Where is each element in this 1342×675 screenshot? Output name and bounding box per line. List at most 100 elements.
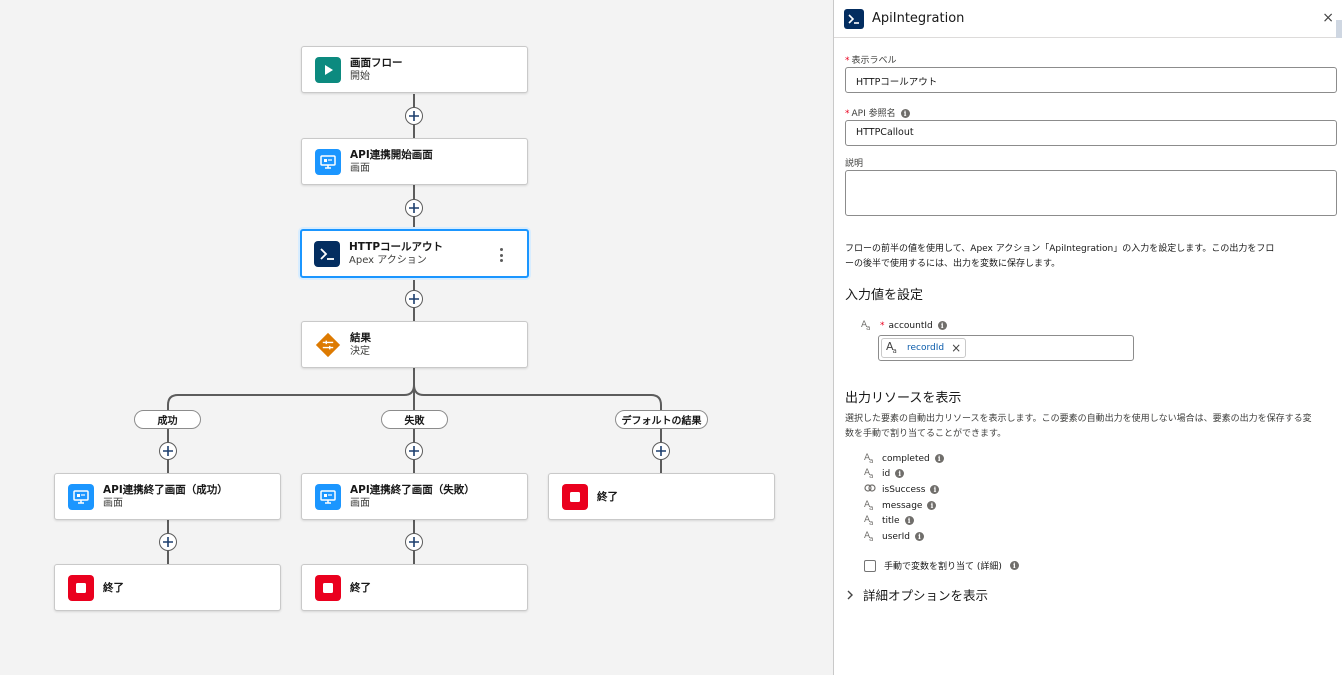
plus-icon [163,446,173,456]
connector-lines [167,94,662,564]
node-subtitle: 画面 [350,162,370,174]
stop-icon [68,574,94,601]
label-field-label: *表示ラベル [845,56,897,66]
node-title: 結果 [350,331,371,344]
label-input[interactable]: HTTPコールアウト [845,67,1337,93]
add-element-button[interactable] [652,442,670,460]
manual-assign-row: 手動で変数を割り当て (詳細) i [864,559,1019,572]
resource-pill-label: recordId [907,343,945,353]
info-icon[interactable]: i [904,516,914,526]
text-type-icon: Aa [864,500,874,512]
screen-node-failure[interactable]: API連携終了画面（失敗） 画面 [301,473,528,520]
info-icon[interactable]: i [1009,561,1019,570]
end-node-failure[interactable]: 終了 [301,564,528,611]
properties-panel: ApiIntegration × *表示ラベル HTTPコールアウト *API … [833,0,1342,675]
advanced-options-toggle[interactable]: 詳細オプションを表示 [845,585,988,604]
input-param-row: Aa * accountId i [861,320,947,332]
text-type-icon: Aa [864,531,874,543]
remove-icon[interactable]: × [951,341,962,355]
node-title: API連携終了画面（失敗） [350,483,475,496]
screen-icon [315,148,341,175]
boolean-type-icon [864,484,878,495]
node-title: API連携開始画面 [350,148,433,161]
info-icon[interactable]: i [937,321,947,331]
description-textarea[interactable] [845,170,1337,216]
outputs-description: 選択した要素の自動出力リソースを表示します。この要素の自動出力を使用しない場合は… [845,414,1312,439]
plus-icon [409,537,419,547]
screen-icon [68,483,94,510]
info-icon[interactable]: i [927,501,937,511]
screen-node-success[interactable]: API連携終了画面（成功） 画面 [54,473,281,520]
node-title: 終了 [350,581,371,594]
add-element-button[interactable] [405,199,423,217]
apex-action-node[interactable]: HTTPコールアウト Apex アクション [300,229,529,278]
input-param-name: accountId [888,320,933,331]
node-subtitle: 画面 [350,497,370,509]
end-node-success[interactable]: 終了 [54,564,281,611]
decision-icon [315,332,341,358]
node-title: HTTPコールアウト [349,240,444,253]
panel-header: ApiIntegration × [834,0,1342,38]
manual-assign-checkbox[interactable] [864,559,876,572]
stop-icon [562,483,588,510]
intro-text: フローの前半の値を使用して、Apex アクション「ApiIntegration」… [845,244,1275,269]
text-type-icon: Aa [864,453,874,465]
resource-pill[interactable]: Aa recordId × [881,338,967,358]
add-element-button[interactable] [405,442,423,460]
add-element-button[interactable] [159,442,177,460]
node-subtitle: Apex アクション [349,254,427,266]
text-type-icon: Aa [886,340,897,356]
plus-icon [409,111,419,121]
stop-icon [315,574,341,601]
close-icon[interactable]: × [1322,10,1334,26]
outputs-heading: 出力リソースを表示 [845,391,962,406]
node-title: 終了 [597,490,618,503]
node-title: API連携終了画面（成功） [103,483,228,496]
more-actions-icon[interactable] [495,248,507,262]
decision-node[interactable]: 結果 決定 [301,321,528,368]
node-subtitle: 開始 [350,70,370,82]
screen-node-start[interactable]: API連携開始画面 画面 [301,138,528,185]
add-element-button[interactable] [405,533,423,551]
node-title: 終了 [103,581,124,594]
inputs-heading: 入力値を設定 [845,288,924,303]
plus-icon [409,294,419,304]
info-icon[interactable]: i [915,532,924,542]
text-type-icon: Aa [864,468,874,480]
end-node-default[interactable]: 終了 [548,473,775,520]
outcome-label-failure[interactable]: 失敗 [381,410,448,429]
plus-icon [409,203,419,213]
manual-assign-label: 手動で変数を割り当て (詳細) [884,562,1002,572]
start-node[interactable]: 画面フロー 開始 [301,46,528,93]
input-param-combobox[interactable]: Aa recordId × [878,335,1134,361]
flow-canvas[interactable]: 画面フロー 開始 API連携開始画面 画面 HTTPコールアウト Apex アク… [0,0,833,675]
apex-icon [314,240,340,267]
outcome-label-default[interactable]: デフォルトの結果 [615,410,708,429]
info-icon[interactable]: i [930,485,940,494]
node-subtitle: 決定 [350,345,370,357]
info-icon[interactable]: i [895,469,905,479]
node-title: 画面フロー [350,56,403,69]
add-element-button[interactable] [405,290,423,308]
text-type-icon: Aa [861,320,871,332]
outcome-label-success[interactable]: 成功 [134,410,201,429]
add-element-button[interactable] [405,107,423,125]
play-icon [315,56,341,83]
panel-title: ApiIntegration [872,11,965,26]
api-name-input[interactable]: HTTPCallout [845,120,1337,146]
apex-icon [844,8,864,29]
info-icon[interactable]: i [934,454,944,464]
node-subtitle: 画面 [103,497,123,509]
text-type-icon: Aa [864,515,874,527]
add-element-button[interactable] [159,533,177,551]
description-label: 説明 [845,159,864,169]
info-icon[interactable]: i [900,109,910,118]
scrollbar-thumb[interactable] [1336,20,1342,38]
plus-icon [163,537,173,547]
chevron-right-icon [847,590,853,599]
